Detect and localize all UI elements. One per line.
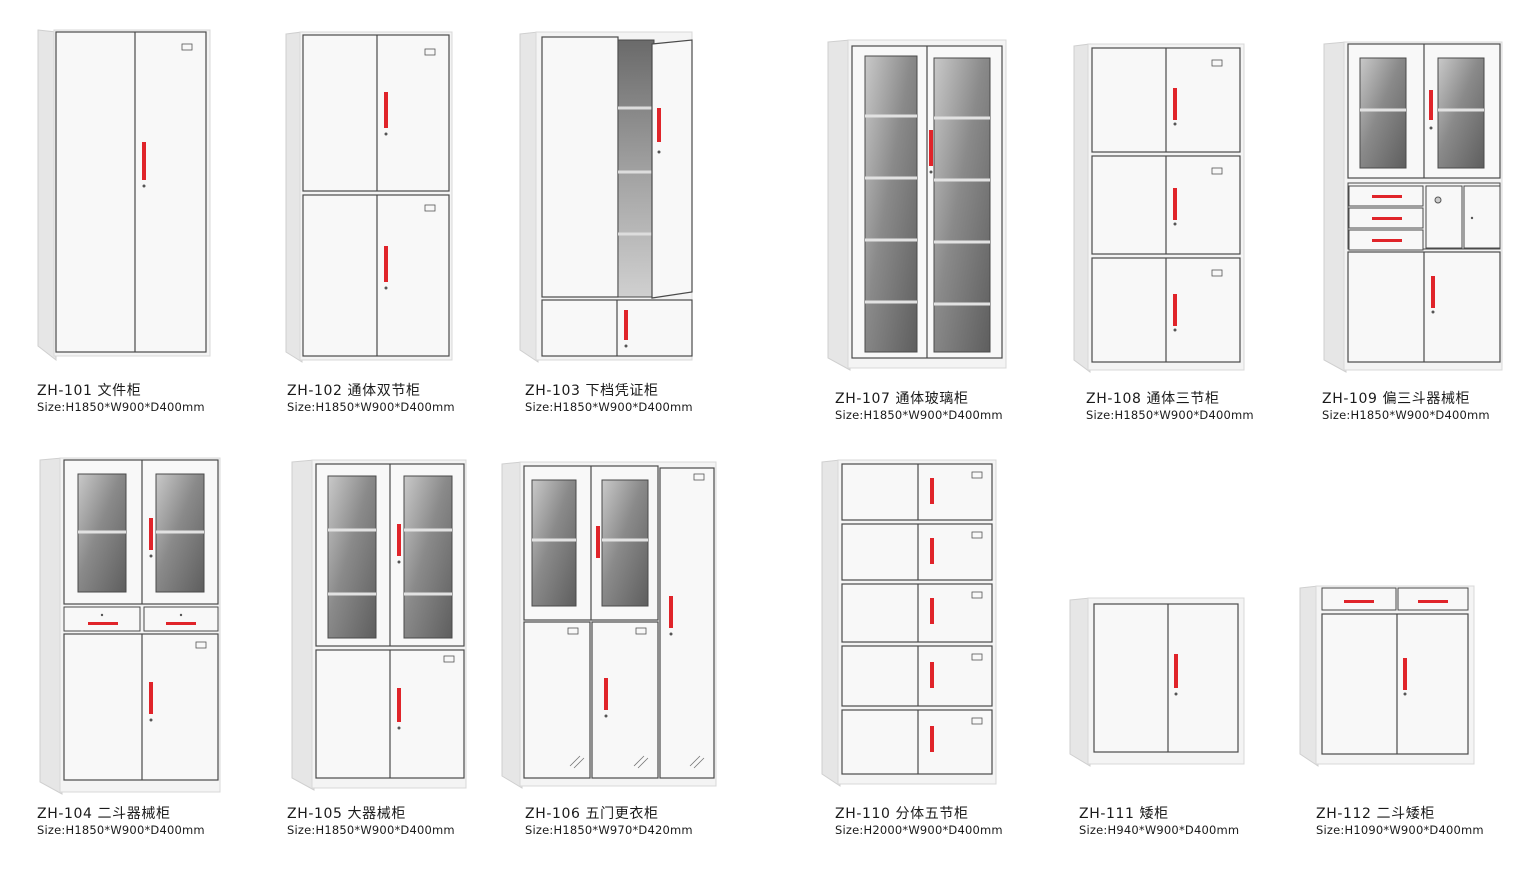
- product-size: Size:H2000*W900*D400mm: [835, 823, 1003, 837]
- product-model: ZH-106 五门更衣柜: [525, 806, 659, 822]
- product-size: Size:H1850*W900*D400mm: [37, 400, 205, 414]
- product-size: Size:H1850*W970*D420mm: [525, 823, 693, 837]
- cabinet-zh108-illustration: [1073, 43, 1245, 373]
- product-model: ZH-108 通体三节柜: [1086, 391, 1220, 407]
- cabinet-zh104-illustration: [39, 457, 221, 795]
- cabinet-zh102-illustration: [285, 31, 453, 363]
- product-size: Size:H1850*W900*D400mm: [525, 400, 693, 414]
- product-size: Size:H1850*W900*D400mm: [1086, 408, 1254, 422]
- product-model: ZH-102 通体双节柜: [287, 383, 421, 399]
- product-model: ZH-107 通体玻璃柜: [835, 391, 969, 407]
- product-model: ZH-101 文件柜: [37, 383, 142, 399]
- cabinet-zh112-illustration: [1299, 585, 1475, 767]
- product-size: Size:H940*W900*D400mm: [1079, 823, 1240, 837]
- product-size: Size:H1850*W900*D400mm: [287, 400, 455, 414]
- cabinet-zh111-illustration: [1069, 597, 1245, 767]
- cabinet-zh110-illustration: [821, 459, 997, 787]
- product-model: ZH-105 大器械柜: [287, 806, 406, 822]
- product-size: Size:H1090*W900*D400mm: [1316, 823, 1484, 837]
- product-model: ZH-111 矮柜: [1079, 806, 1169, 822]
- product-model: ZH-103 下档凭证柜: [525, 383, 659, 399]
- product-size: Size:H1850*W900*D400mm: [1322, 408, 1490, 422]
- cabinet-zh103-illustration: [519, 31, 693, 363]
- cabinet-zh109-illustration: [1323, 41, 1503, 373]
- cabinet-zh101-illustration: [37, 29, 211, 362]
- product-model: ZH-104 二斗器械柜: [37, 806, 171, 822]
- cabinet-zh106-illustration: [501, 461, 717, 789]
- product-size: Size:H1850*W900*D400mm: [835, 408, 1003, 422]
- product-model: ZH-110 分体五节柜: [835, 806, 969, 822]
- cabinet-zh107-illustration: [827, 39, 1007, 371]
- product-model: ZH-109 偏三斗器械柜: [1322, 391, 1471, 407]
- product-size: Size:H1850*W900*D400mm: [37, 823, 205, 837]
- product-size: Size:H1850*W900*D400mm: [287, 823, 455, 837]
- cabinet-zh105-illustration: [291, 459, 467, 791]
- product-model: ZH-112 二斗矮柜: [1316, 806, 1435, 822]
